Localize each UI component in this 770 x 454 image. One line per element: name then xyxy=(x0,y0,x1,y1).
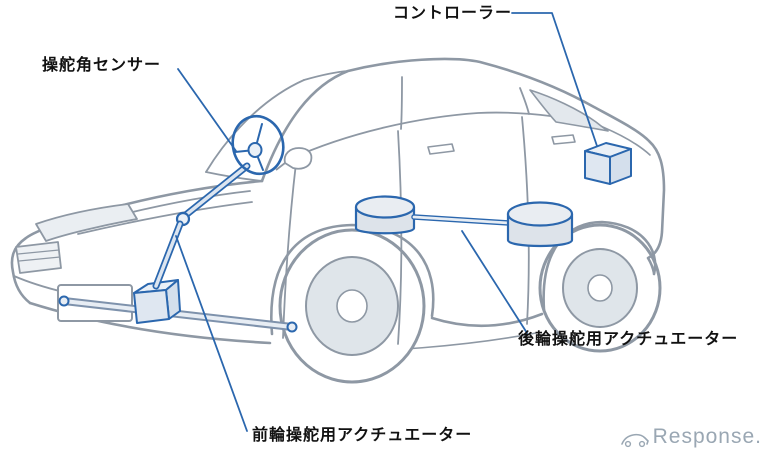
leader-controller xyxy=(511,12,598,147)
steering-rack xyxy=(58,295,298,333)
leader-steering-angle-sensor xyxy=(177,68,237,152)
leader-lines xyxy=(175,12,598,432)
front-wheel xyxy=(278,228,426,384)
front-door-handle xyxy=(427,143,455,155)
label-front-steering-actuator: 前輪操舵用アクチュエーター xyxy=(252,427,473,444)
label-rear-steering-actuator: 後輪操舵用アクチュエーター xyxy=(518,331,739,348)
controller-box xyxy=(584,142,632,185)
steering-wheel-icon xyxy=(231,114,285,176)
headlight xyxy=(35,203,138,242)
leader-front-actuator xyxy=(175,235,248,432)
watermark-car-icon xyxy=(620,433,649,448)
leader-rear-actuator xyxy=(461,230,528,334)
label-steering-angle-sensor: 操舵角センサー xyxy=(42,57,162,74)
steering-column xyxy=(152,162,251,290)
wheel-arches xyxy=(270,220,657,336)
rear-window-glass xyxy=(529,89,609,132)
rear-door-handle xyxy=(551,134,576,145)
grille xyxy=(15,241,62,274)
watermark-text: Response. xyxy=(652,425,762,448)
steering-system xyxy=(58,114,632,333)
front-actuator-box xyxy=(133,279,181,324)
rear-wheel xyxy=(538,223,662,353)
response-watermark: Response. xyxy=(620,426,762,448)
side-mirror xyxy=(283,147,313,170)
rear-actuator-assembly xyxy=(354,195,574,248)
label-controller: コントローラー xyxy=(393,5,513,22)
